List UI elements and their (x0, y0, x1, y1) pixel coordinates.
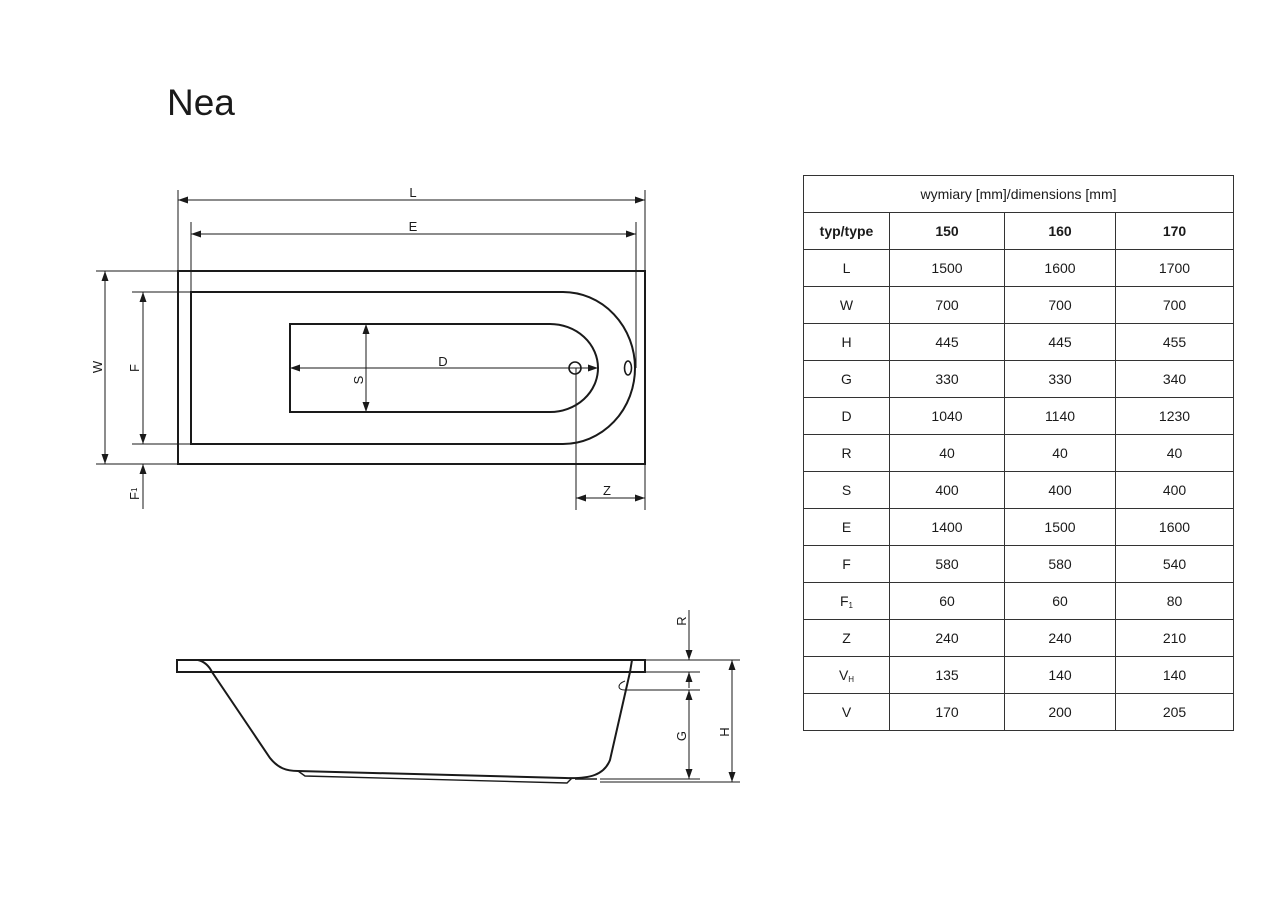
row-value: 60 (1004, 582, 1116, 620)
row-label: E (803, 508, 890, 546)
row-label: F1 (803, 582, 890, 620)
row-value: 210 (1115, 619, 1234, 657)
side-view (176, 610, 740, 784)
row-value: 1140 (1004, 397, 1116, 435)
label-F: F (127, 364, 142, 372)
row-value: 700 (1004, 286, 1116, 324)
row-value: 40 (889, 434, 1005, 472)
row-value: 200 (1004, 693, 1116, 731)
row-value: 340 (1115, 360, 1234, 398)
row-value: 540 (1115, 545, 1234, 583)
header-160: 160 (1004, 212, 1116, 250)
row-value: 240 (889, 619, 1005, 657)
row-value: 580 (889, 545, 1005, 583)
row-value: 40 (1115, 434, 1234, 472)
row-value: 140 (1004, 656, 1116, 694)
label-L: L (409, 185, 416, 200)
label-Z: Z (603, 483, 611, 498)
row-value: 455 (1115, 323, 1234, 361)
row-label: G (803, 360, 890, 398)
row-value: 400 (1115, 471, 1234, 509)
row-value: 1400 (889, 508, 1005, 546)
row-value: 1600 (1004, 249, 1116, 287)
row-value: 580 (1004, 545, 1116, 583)
label-F1: F1 (127, 487, 142, 500)
row-value: 700 (1115, 286, 1234, 324)
header-type: typ/type (803, 212, 890, 250)
row-value: 445 (889, 323, 1005, 361)
row-label: S (803, 471, 890, 509)
row-value: 445 (1004, 323, 1116, 361)
row-value: 1600 (1115, 508, 1234, 546)
row-value: 1700 (1115, 249, 1234, 287)
top-view (96, 190, 646, 510)
label-R: R (674, 616, 689, 625)
label-H: H (717, 727, 732, 736)
row-value: 1040 (889, 397, 1005, 435)
table-header-row: typ/type 150 160 170 (803, 212, 1234, 250)
label-E: E (409, 219, 418, 234)
row-label: V (803, 693, 890, 731)
product-title: Nea (167, 82, 235, 123)
dimensions-table: wymiary [mm]/dimensions [mm] typ/type 15… (803, 175, 1234, 731)
row-value: 700 (889, 286, 1005, 324)
row-value: 1500 (1004, 508, 1116, 546)
row-value: 170 (889, 693, 1005, 731)
label-W: W (90, 360, 105, 373)
row-value: 1230 (1115, 397, 1234, 435)
row-value: 1500 (889, 249, 1005, 287)
header-150: 150 (889, 212, 1005, 250)
row-label: H (803, 323, 890, 361)
row-value: 140 (1115, 656, 1234, 694)
row-value: 330 (889, 360, 1005, 398)
row-value: 330 (1004, 360, 1116, 398)
label-G: G (674, 731, 689, 741)
row-value: 400 (889, 471, 1005, 509)
row-label: L (803, 249, 890, 287)
row-label: D (803, 397, 890, 435)
row-value: 205 (1115, 693, 1234, 731)
row-value: 240 (1004, 619, 1116, 657)
technical-drawing: L E D Z W F S F1 R G H (90, 185, 740, 784)
row-value: 60 (889, 582, 1005, 620)
table-caption: wymiary [mm]/dimensions [mm] (803, 175, 1234, 213)
row-value: 40 (1004, 434, 1116, 472)
row-value: 135 (889, 656, 1005, 694)
row-label: R (803, 434, 890, 472)
label-S: S (351, 375, 366, 384)
label-D: D (438, 354, 447, 369)
row-value: 400 (1004, 471, 1116, 509)
row-value: 80 (1115, 582, 1234, 620)
row-label: W (803, 286, 890, 324)
row-label: F (803, 545, 890, 583)
header-170: 170 (1115, 212, 1234, 250)
row-label: Z (803, 619, 890, 657)
row-label: VH (803, 656, 890, 694)
